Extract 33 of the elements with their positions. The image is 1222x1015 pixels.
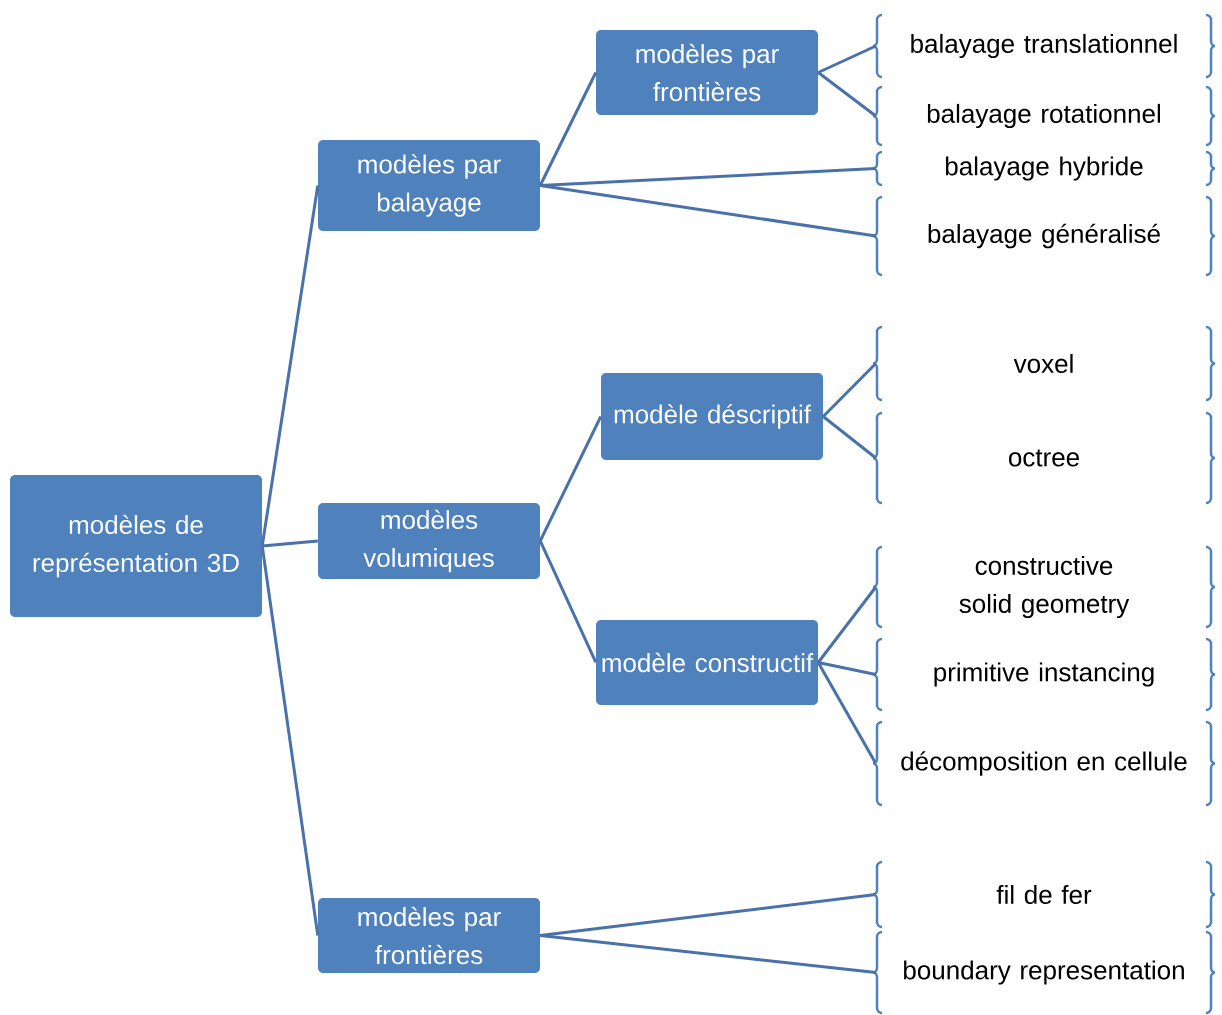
connector-line xyxy=(538,415,603,542)
connector-line xyxy=(817,661,877,676)
category-box: modèles par frontières xyxy=(596,30,818,115)
bracketed-item: fil de fer xyxy=(871,860,1217,929)
bracketed-item: balayage généralisé xyxy=(871,195,1217,277)
category-box: modèle constructif xyxy=(596,620,818,705)
category-box: modèles de représentation 3D xyxy=(10,475,262,617)
connector-line xyxy=(538,540,598,664)
connector-line xyxy=(262,539,318,548)
bracketed-item: primitive instancing xyxy=(871,637,1217,712)
connector-line xyxy=(822,362,877,418)
connector-line xyxy=(538,71,598,187)
connector-line xyxy=(822,415,877,460)
bracketed-item: voxel xyxy=(871,325,1217,402)
bracketed-item: balayage hybride xyxy=(871,150,1217,187)
bracketed-item: balayage translationnel xyxy=(871,13,1217,79)
category-box: modèle déscriptif xyxy=(601,373,823,460)
connector-line xyxy=(817,71,877,118)
connector-line xyxy=(817,44,877,74)
bracketed-item: constructive solid geometry xyxy=(871,545,1217,629)
category-box: modèles par frontières xyxy=(318,898,540,973)
category-box: modèles volumiques xyxy=(318,503,540,579)
bracketed-item: balayage rotationnel xyxy=(871,85,1217,147)
connector-line xyxy=(816,661,878,765)
connector-line xyxy=(260,185,320,547)
bracketed-item: octree xyxy=(871,411,1217,505)
connector-line xyxy=(817,586,877,664)
connector-line xyxy=(540,934,876,974)
category-box: modèles par balayage xyxy=(318,140,540,231)
connector-line xyxy=(260,545,320,936)
bracketed-item: boundary representation xyxy=(871,930,1217,1015)
connector-line xyxy=(540,184,877,238)
bracketed-item: décomposition en cellule xyxy=(871,720,1217,807)
